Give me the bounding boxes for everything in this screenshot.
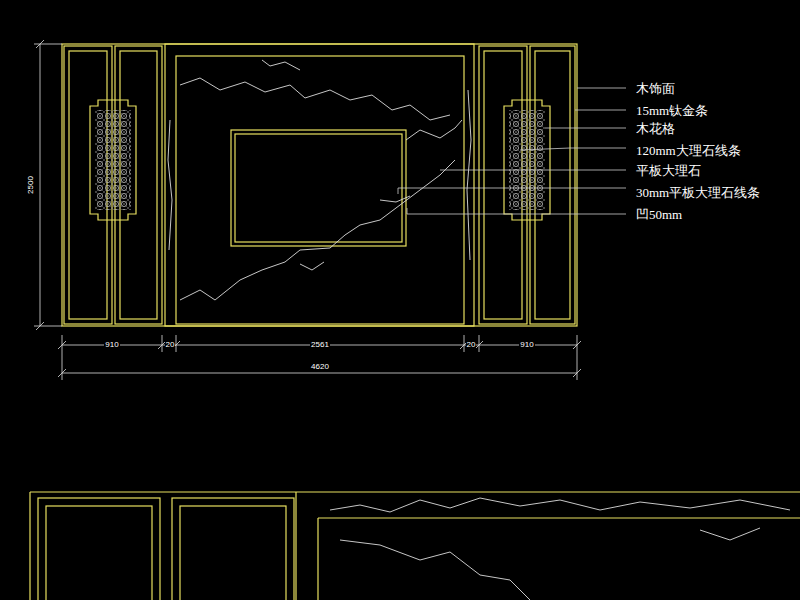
marble-veins-part bbox=[380, 196, 410, 202]
leader-lines-part bbox=[577, 88, 626, 89]
callout-text: 平板大理石 bbox=[636, 164, 701, 177]
wall-frame-part bbox=[90, 100, 136, 220]
detail-view-part bbox=[30, 492, 800, 600]
marble-veins-part bbox=[180, 78, 450, 120]
dimension-text: 910 bbox=[104, 341, 119, 349]
marble-veins-part bbox=[300, 262, 324, 270]
callout-text: 木饰面 bbox=[636, 82, 675, 95]
leader-lines-part bbox=[545, 128, 626, 129]
detail-view-part bbox=[180, 506, 286, 600]
callout-text: 30mm平板大理石线条 bbox=[636, 186, 760, 199]
marble-veins-part bbox=[406, 120, 462, 140]
leader-lines-part bbox=[398, 188, 626, 194]
callout-text: 凹50mm bbox=[636, 208, 682, 221]
dimension-text: 2561 bbox=[310, 341, 330, 349]
leader-lines-part bbox=[407, 208, 626, 214]
wood-lattice bbox=[95, 110, 545, 210]
detail-view bbox=[30, 492, 800, 600]
detail-view-part bbox=[296, 492, 800, 600]
wall-frame-part bbox=[165, 44, 474, 326]
dimension-lines-part bbox=[62, 345, 577, 373]
detail-view-part bbox=[46, 506, 152, 600]
leader-lines-part bbox=[440, 170, 626, 171]
detail-view-part bbox=[38, 498, 160, 600]
marble-veins-part bbox=[262, 60, 300, 70]
dimension-text: 20 bbox=[165, 341, 176, 349]
marble-veins-part bbox=[180, 160, 455, 300]
leader-lines-part bbox=[520, 148, 626, 150]
wood-lattice-part bbox=[95, 110, 131, 210]
wall-frame-part bbox=[504, 100, 550, 220]
dimension-text: 910 bbox=[519, 341, 534, 349]
dimension-text: 2500 bbox=[27, 175, 35, 195]
dimension-text: 20 bbox=[466, 341, 477, 349]
dimension-lines bbox=[34, 40, 581, 380]
leader-lines bbox=[398, 88, 626, 214]
marble-veins-part bbox=[467, 90, 471, 260]
wall-frame-part bbox=[235, 134, 402, 242]
wood-lattice-part bbox=[509, 110, 545, 210]
wall-frame-part bbox=[176, 56, 464, 324]
wall-frame-part bbox=[62, 44, 577, 326]
callout-text: 15mm钛金条 bbox=[636, 104, 708, 117]
dimension-text: 4620 bbox=[310, 363, 330, 371]
callout-text: 120mm大理石线条 bbox=[636, 144, 741, 157]
marble-veins bbox=[168, 60, 471, 300]
leader-lines-part bbox=[575, 110, 626, 111]
detail-view-part bbox=[330, 498, 790, 600]
detail-view-part bbox=[172, 498, 294, 600]
dimension-lines-part bbox=[62, 335, 577, 380]
marble-veins-part bbox=[168, 120, 172, 250]
wall-frame-part bbox=[231, 130, 406, 246]
callout-text: 木花格 bbox=[636, 122, 675, 135]
wall-frame bbox=[62, 44, 577, 326]
dimension-lines-part bbox=[58, 341, 581, 377]
dimension-lines-part bbox=[34, 40, 62, 330]
